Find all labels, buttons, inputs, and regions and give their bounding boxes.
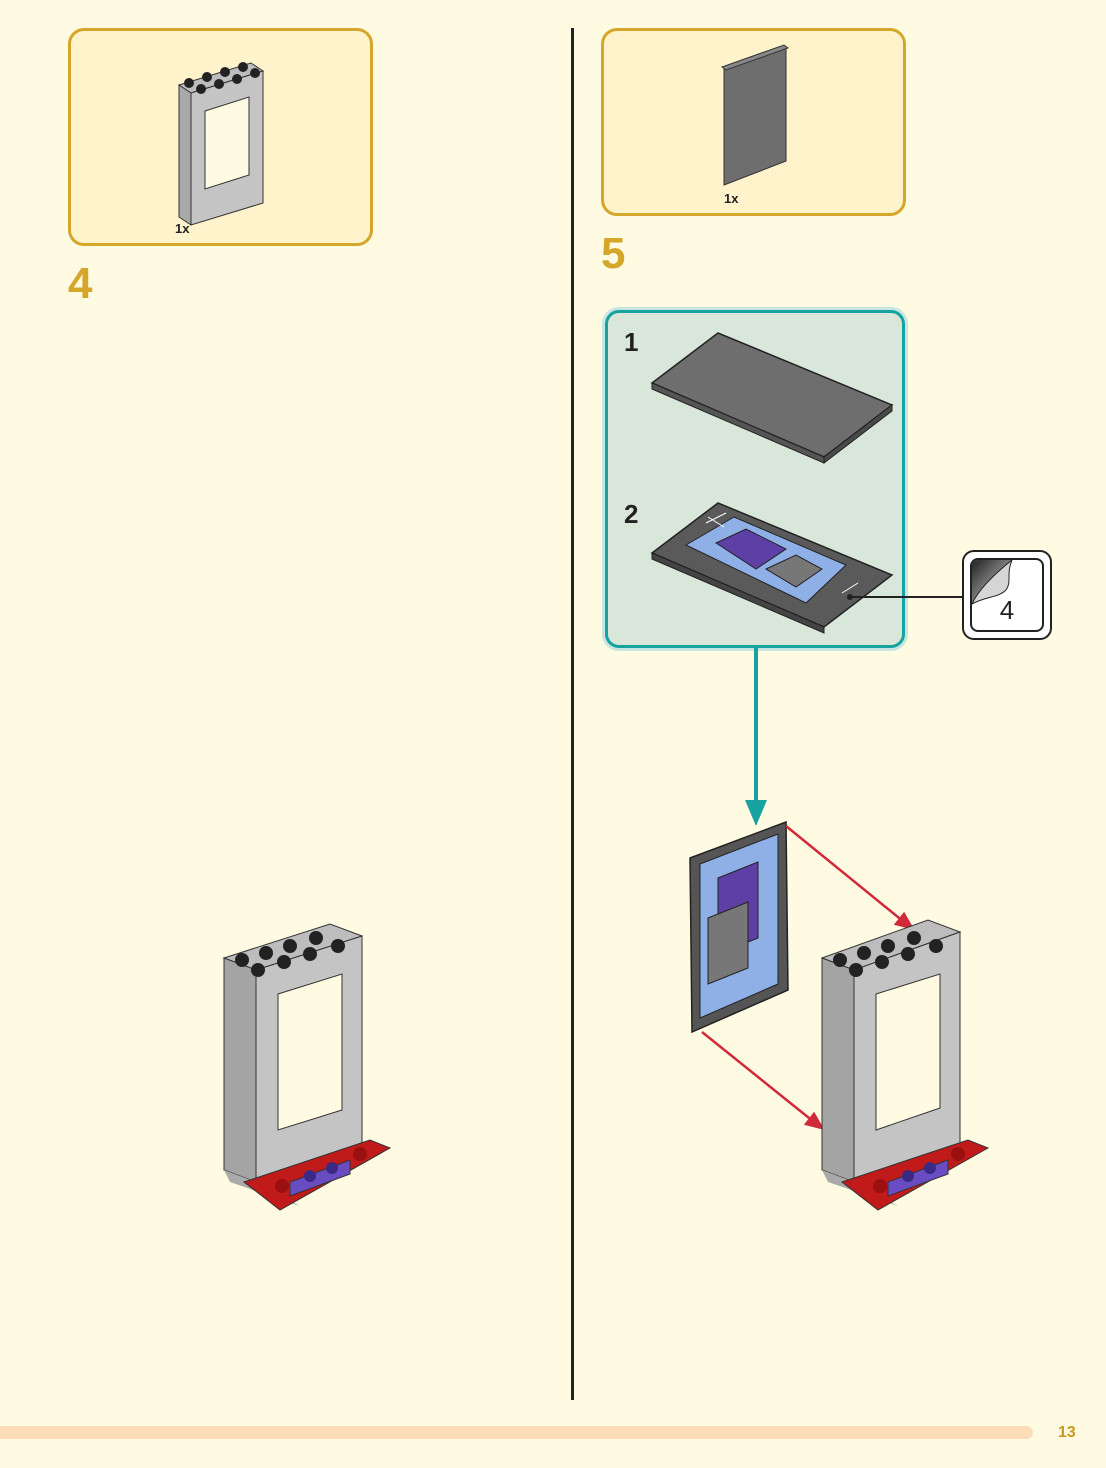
part-quantity: 1x: [175, 221, 190, 236]
sub-step-number-1: 1: [624, 327, 639, 357]
step-5-parts-box: 1x: [601, 28, 906, 216]
page-number: 13: [1058, 1424, 1076, 1441]
step-5-assembly-image: [820, 919, 990, 1211]
step-number-4: 4: [68, 259, 93, 308]
sub-assembly-arrow: [745, 648, 767, 826]
sticker-callout: 4: [962, 550, 1052, 640]
step-4-parts-box: 1x: [68, 28, 373, 246]
arrow-top: [785, 825, 905, 923]
part-quantity: 1x: [724, 191, 739, 206]
sub-step-number-2: 2: [624, 499, 639, 529]
panel-flat-image: [650, 332, 894, 465]
placement-arrows: [701, 825, 915, 1130]
sub-assembly-box: 1 2: [605, 310, 905, 648]
sticker-number: 4: [999, 595, 1015, 625]
step-number-5: 5: [601, 229, 626, 278]
sticker-callout-line: [847, 594, 964, 600]
panel-part-image: [720, 44, 790, 186]
panel-with-sticker-image: [650, 502, 894, 634]
sticker-icon: 4: [970, 558, 1044, 632]
panel-with-sticker-upright-image: [689, 820, 789, 1034]
step-4-assembly-image: [222, 923, 392, 1211]
footer-bar: [0, 1426, 1033, 1439]
door-frame-part-image: [177, 62, 265, 226]
step-divider: [571, 28, 574, 1400]
arrow-bottom: [701, 1031, 815, 1123]
